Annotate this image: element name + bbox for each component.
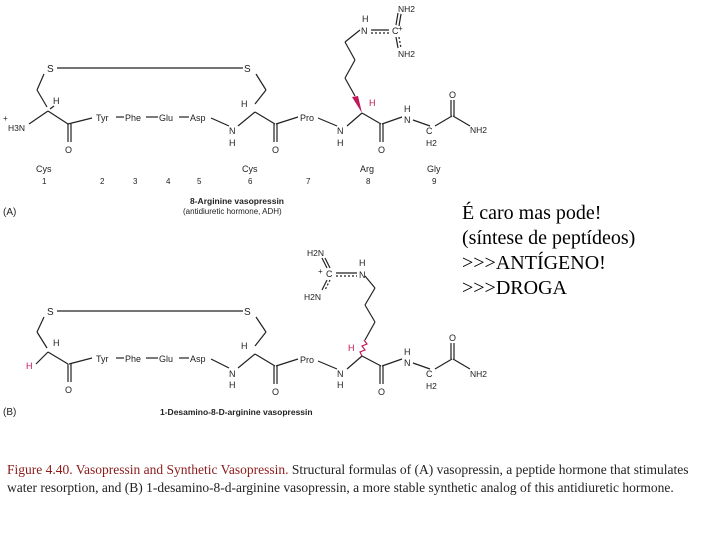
position-3: 3 [133, 177, 138, 186]
gly-c-b: C [426, 369, 433, 379]
amide-n-b6: N [229, 369, 236, 379]
residue-tyr: Tyr [96, 113, 109, 123]
panel-a-structure: S S + H3N H O Tyr Phe Glu Asp N H H [3, 4, 487, 218]
guanidino-charge-b: + [318, 267, 323, 276]
position-2: 2 [100, 177, 105, 186]
note-line-1: É caro mas pode! [462, 202, 602, 224]
sulfur-atom-b1: S [47, 307, 54, 318]
alpha-h-b1: H [53, 338, 60, 348]
alpha-h-8-red: H [369, 98, 376, 108]
panel-b-structure: S S H H O Tyr Phe Glu Asp N H H O Pro N [3, 248, 487, 418]
residue-label-gly9: Gly [427, 164, 441, 174]
amide-n-9: N [404, 115, 411, 125]
panel-a-label: (A) [3, 207, 16, 218]
guanidino-n-a: N [361, 26, 368, 36]
amide-n-6: N [229, 126, 236, 136]
carbonyl-o-1: O [65, 145, 72, 155]
annotation-note: É caro mas pode! (síntese de peptídeos) >>… [462, 201, 635, 301]
gly-c: C [426, 126, 433, 136]
panel-b-label: (B) [3, 407, 16, 418]
position-8: 8 [366, 177, 371, 186]
position-9: 9 [432, 177, 437, 186]
amide-n-b9: N [404, 358, 411, 368]
carbonyl-o-8: O [378, 145, 385, 155]
guanidino-nh2-top-a: NH2 [398, 4, 415, 14]
residue-label-cys1: Cys [36, 164, 52, 174]
gly-h2: H2 [426, 138, 437, 148]
stereo-wedge-a [352, 96, 362, 113]
alpha-h-b8-red: H [348, 343, 355, 353]
amide-n-b8: N [337, 369, 344, 379]
guanidino-h2n-top-b: H2N [307, 248, 324, 258]
alpha-h-6: H [241, 99, 248, 109]
carbonyl-o-b8: O [378, 387, 385, 397]
amide-h-b6: H [229, 380, 236, 390]
guanidino-n-b: N [359, 270, 366, 280]
residue-label-cys6: Cys [242, 164, 258, 174]
sulfur-atom-b6: S [244, 307, 251, 318]
residue-asp-b: Asp [190, 354, 206, 364]
guanidino-charge-a: + [398, 24, 403, 33]
caption-title: Figure 4.40. Vasopressin and Synthetic V… [7, 462, 289, 477]
sulfur-atom-1: S [47, 64, 54, 75]
gly-carbonyl-o: O [449, 90, 456, 100]
figure-caption: Figure 4.40. Vasopressin and Synthetic V… [7, 461, 713, 497]
guanidino-h-b: H [359, 258, 366, 268]
position-4: 4 [166, 177, 171, 186]
residue-pro-b: Pro [300, 355, 314, 365]
sulfur-atom-6: S [244, 64, 251, 75]
amine-group: H3N [8, 123, 25, 133]
stereo-hash-b [359, 339, 368, 357]
residue-glu: Glu [159, 113, 173, 123]
guanidino-nh2-side-a: NH2 [398, 49, 415, 59]
c-terminal-nh2: NH2 [470, 125, 487, 135]
residue-tyr-b: Tyr [96, 354, 109, 364]
guanidino-c-b: C [326, 269, 333, 279]
residue-glu-b: Glu [159, 354, 173, 364]
amide-h-b8: H [337, 380, 344, 390]
amide-h-8: H [337, 138, 344, 148]
desamino-h-red: H [26, 361, 33, 371]
alpha-h-b6: H [241, 341, 248, 351]
position-5: 5 [197, 177, 202, 186]
alpha-h-1: H [53, 96, 60, 106]
note-line-2: (síntese de peptídeos) [462, 227, 636, 249]
carbonyl-o-b1: O [65, 385, 72, 395]
residue-label-arg8: Arg [360, 164, 374, 174]
guanidino-h2n-side-b: H2N [304, 292, 321, 302]
amide-h-9: H [404, 104, 411, 114]
note-line-4: >>>DROGA [462, 277, 567, 299]
panel-a-subtitle: (antidiuretic hormone, ADH) [183, 207, 282, 216]
c-terminal-nh2-b: NH2 [470, 369, 487, 379]
residue-phe: Phe [125, 113, 141, 123]
guanidino-c-a: C [392, 26, 399, 36]
amine-charge: + [3, 114, 8, 123]
amide-n-8: N [337, 126, 344, 136]
residue-phe-b: Phe [125, 354, 141, 364]
position-7: 7 [306, 177, 311, 186]
position-1: 1 [42, 177, 47, 186]
gly-h2-b: H2 [426, 381, 437, 391]
amide-h-b9: H [404, 347, 411, 357]
peptide-structure-diagram: S S + H3N H O Tyr Phe Glu Asp N H H [3, 4, 487, 418]
guanidino-h-a: H [362, 14, 369, 24]
panel-a-title: 8-Arginine vasopressin [190, 196, 284, 206]
carbonyl-o-b6: O [272, 387, 279, 397]
position-6: 6 [248, 177, 253, 186]
panel-b-title: 1-Desamino-8-D-arginine vasopressin [160, 407, 313, 417]
gly-carbonyl-o-b: O [449, 333, 456, 343]
amide-h-6: H [229, 138, 236, 148]
carbonyl-o-6: O [272, 145, 279, 155]
caption-text: Structural formulas of (A) vasopressin, … [7, 462, 689, 495]
note-line-3: >>>ANTÍGENO! [462, 252, 606, 274]
residue-pro-a: Pro [300, 113, 314, 123]
residue-asp: Asp [190, 113, 206, 123]
